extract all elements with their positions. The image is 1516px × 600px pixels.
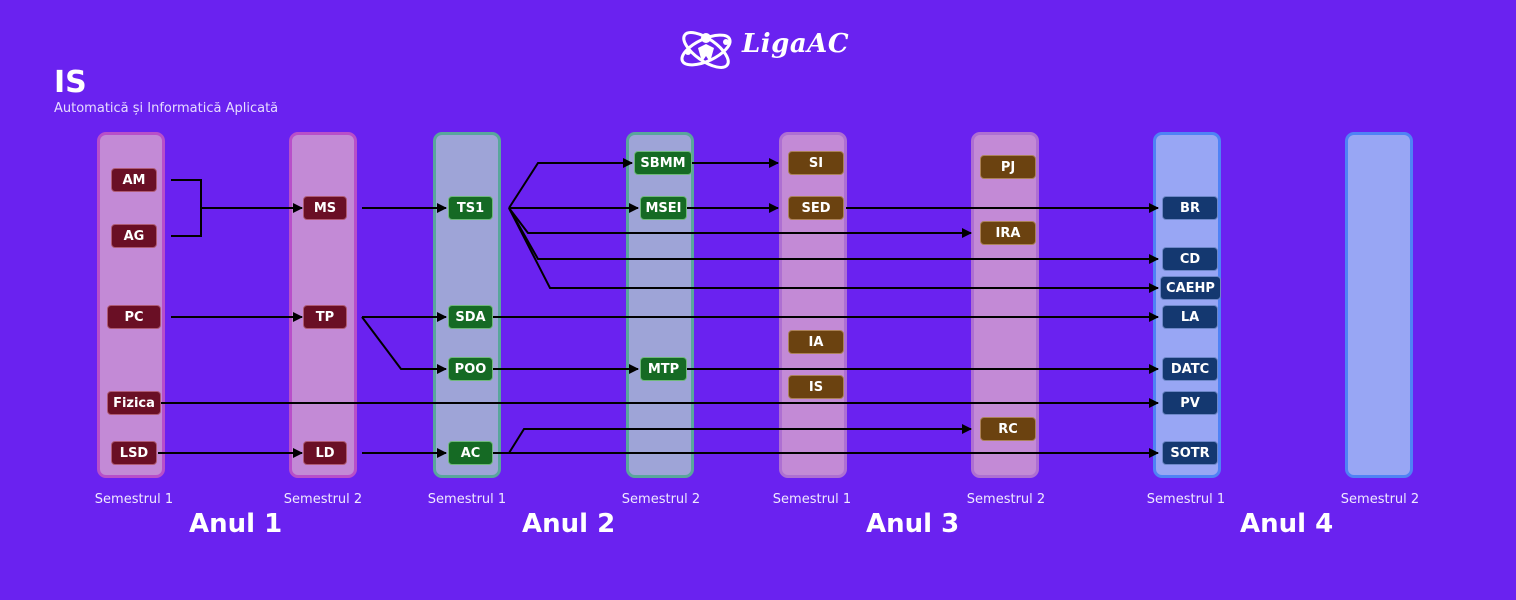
arrow-ac-to-rc: [508, 424, 972, 454]
course-ag: AG: [111, 224, 157, 248]
course-la: LA: [1162, 305, 1218, 329]
semester-label: Semestrul 2: [283, 492, 363, 507]
semester-label: Semestrul 1: [94, 492, 174, 507]
course-sda: SDA: [448, 305, 493, 329]
course-cd: CD: [1162, 247, 1218, 271]
arrow-am-ag-to-ms: [171, 179, 202, 237]
ligaac-emblem-icon: [680, 31, 732, 69]
course-fizica: Fizica: [107, 391, 161, 415]
course-msei: MSEI: [640, 196, 687, 220]
course-sotr: SOTR: [1162, 441, 1218, 465]
semester-column-y2s2: [626, 132, 694, 478]
course-ms: MS: [303, 196, 347, 220]
semester-label: Semestrul 2: [621, 492, 701, 507]
arrow-ts1-to-ira: [508, 207, 972, 238]
course-pj: PJ: [980, 155, 1036, 179]
course-pv: PV: [1162, 391, 1218, 415]
year-label-1: Anul 1: [189, 509, 283, 539]
course-ld: LD: [303, 441, 347, 465]
page-title: IS: [54, 65, 87, 100]
course-am: AM: [111, 168, 157, 192]
course-br: BR: [1162, 196, 1218, 220]
logo-text: LigaAC: [742, 29, 850, 59]
course-pc: PC: [107, 305, 161, 329]
course-mtp: MTP: [640, 357, 687, 381]
course-is: IS: [788, 375, 844, 399]
course-poo: POO: [448, 357, 493, 381]
course-tp: TP: [303, 305, 347, 329]
arrow-ts1-to-caehp: [508, 207, 1159, 293]
year-label-2: Anul 2: [522, 509, 616, 539]
course-si: SI: [788, 151, 844, 175]
page-subtitle: Automatică și Informatică Aplicată: [54, 101, 279, 116]
year-label-4: Anul 4: [1240, 509, 1334, 539]
semester-label: Semestrul 1: [1146, 492, 1226, 507]
course-caehp: CAEHP: [1160, 276, 1221, 300]
semester-label: Semestrul 2: [966, 492, 1046, 507]
semester-label: Semestrul 1: [427, 492, 507, 507]
course-ts1: TS1: [448, 196, 493, 220]
course-ira: IRA: [980, 221, 1036, 245]
ligaac-logo: LigaAC: [676, 22, 850, 78]
semester-label: Semestrul 1: [772, 492, 852, 507]
course-ia: IA: [788, 330, 844, 354]
course-lsd: LSD: [111, 441, 157, 465]
semester-column-y3s1: [779, 132, 847, 478]
semester-label: Semestrul 2: [1340, 492, 1420, 507]
arrow-tp-to-poo: [361, 316, 447, 374]
course-sed: SED: [788, 196, 844, 220]
semester-column-y4s2: [1345, 132, 1413, 478]
course-datc: DATC: [1162, 357, 1218, 381]
arrow-ts1-to-sbmm: [508, 158, 633, 209]
course-rc: RC: [980, 417, 1036, 441]
year-label-3: Anul 3: [866, 509, 960, 539]
course-sbmm: SBMM: [634, 151, 692, 175]
course-ac: AC: [448, 441, 493, 465]
